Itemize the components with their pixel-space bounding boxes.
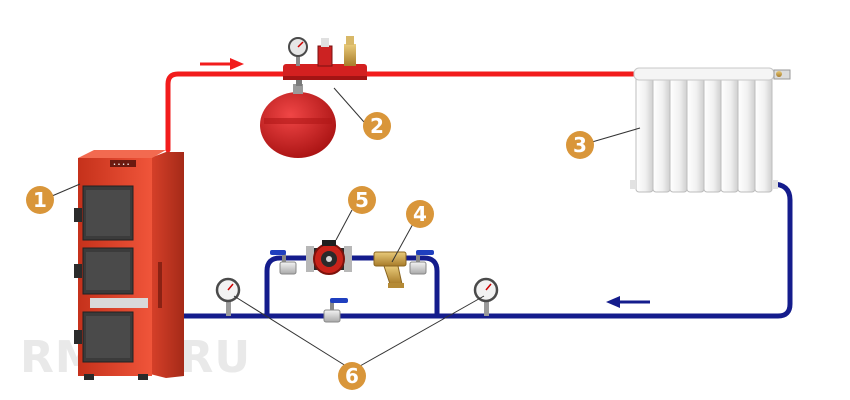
svg-text:• • • •: • • • • <box>113 162 130 168</box>
badge-number: 6 <box>345 364 359 388</box>
badge-4: 4 <box>406 200 434 228</box>
badge-number: 4 <box>413 202 427 226</box>
badge-3: 3 <box>566 131 594 159</box>
arrow-left-icon <box>606 296 650 308</box>
badge-1: 1 <box>26 186 54 214</box>
pressure-gauge <box>215 277 241 316</box>
supply-pipe <box>165 71 643 153</box>
badge-6: 6 <box>338 362 366 390</box>
badge-number: 5 <box>355 188 369 212</box>
badge-number: 1 <box>33 188 47 212</box>
callout-lines <box>51 87 641 367</box>
boiler: • • • • <box>74 150 184 380</box>
ball-valve <box>323 298 348 323</box>
badge-number: 3 <box>573 133 587 157</box>
badge-5: 5 <box>348 186 376 214</box>
pressure-gauge <box>473 277 499 316</box>
circulation-pump <box>306 240 352 275</box>
ball-valve <box>270 250 297 275</box>
radiator <box>630 67 791 193</box>
ball-valve <box>409 250 434 275</box>
strainer-filter <box>373 251 407 288</box>
arrow-right-icon <box>200 58 244 70</box>
expansion-tank <box>260 36 367 158</box>
badge-2: 2 <box>363 112 391 140</box>
badge-number: 2 <box>370 114 384 138</box>
